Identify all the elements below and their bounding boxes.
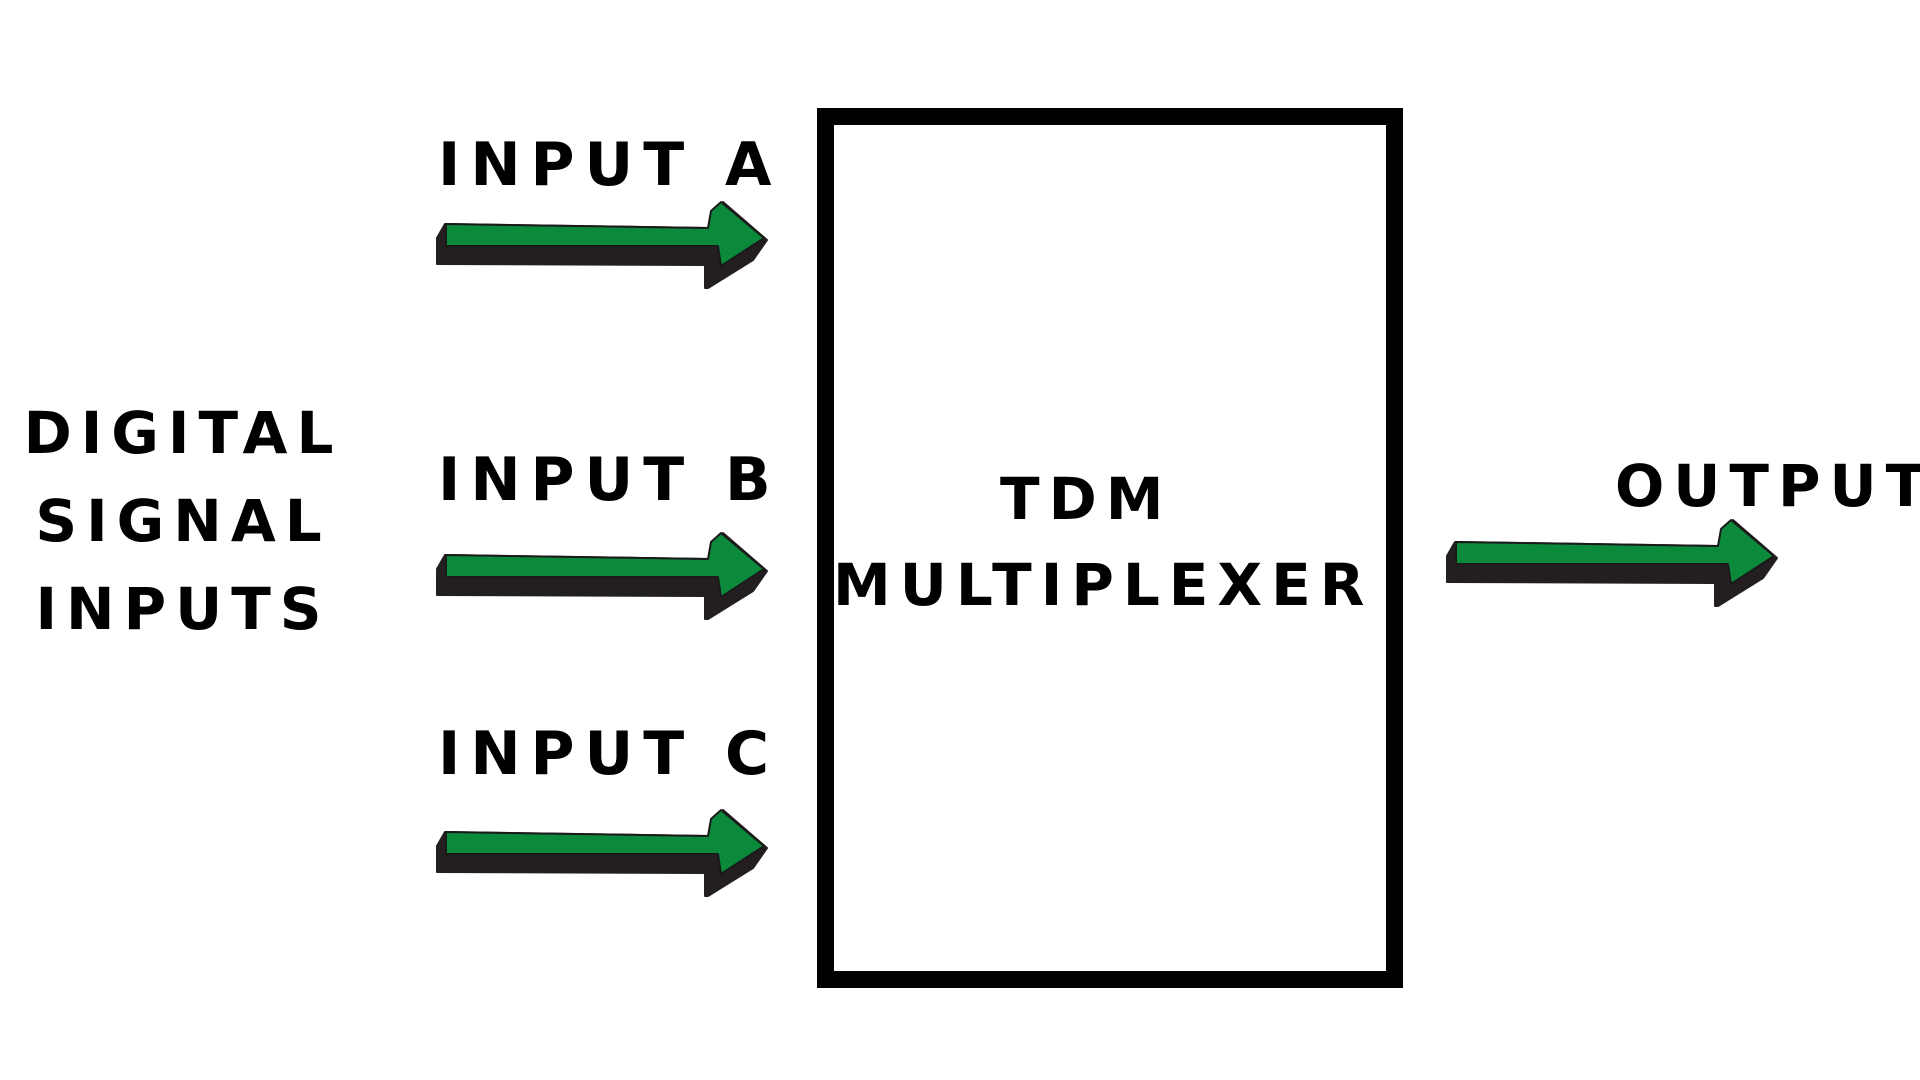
multiplexer-box: [817, 108, 1403, 988]
input-c-arrow-icon: [436, 809, 768, 897]
output-arrow-icon: [1446, 519, 1778, 607]
output-label: OUTPUT: [1615, 452, 1920, 520]
input-c-label: INPUT C: [438, 719, 780, 789]
multiplexer-title: TDM: [1000, 465, 1173, 533]
side-label-line-1: DIGITAL: [23, 399, 343, 467]
multiplexer-subtitle: MULTIPLEXER: [833, 551, 1374, 619]
side-label-line-2: SIGNAL: [35, 487, 331, 555]
input-b-label: INPUT B: [438, 445, 781, 515]
input-a-arrow-icon: [436, 201, 768, 289]
input-a-label: INPUT A: [438, 130, 782, 200]
side-label-line-3: INPUTS: [35, 575, 331, 643]
input-b-arrow-icon: [436, 532, 768, 620]
